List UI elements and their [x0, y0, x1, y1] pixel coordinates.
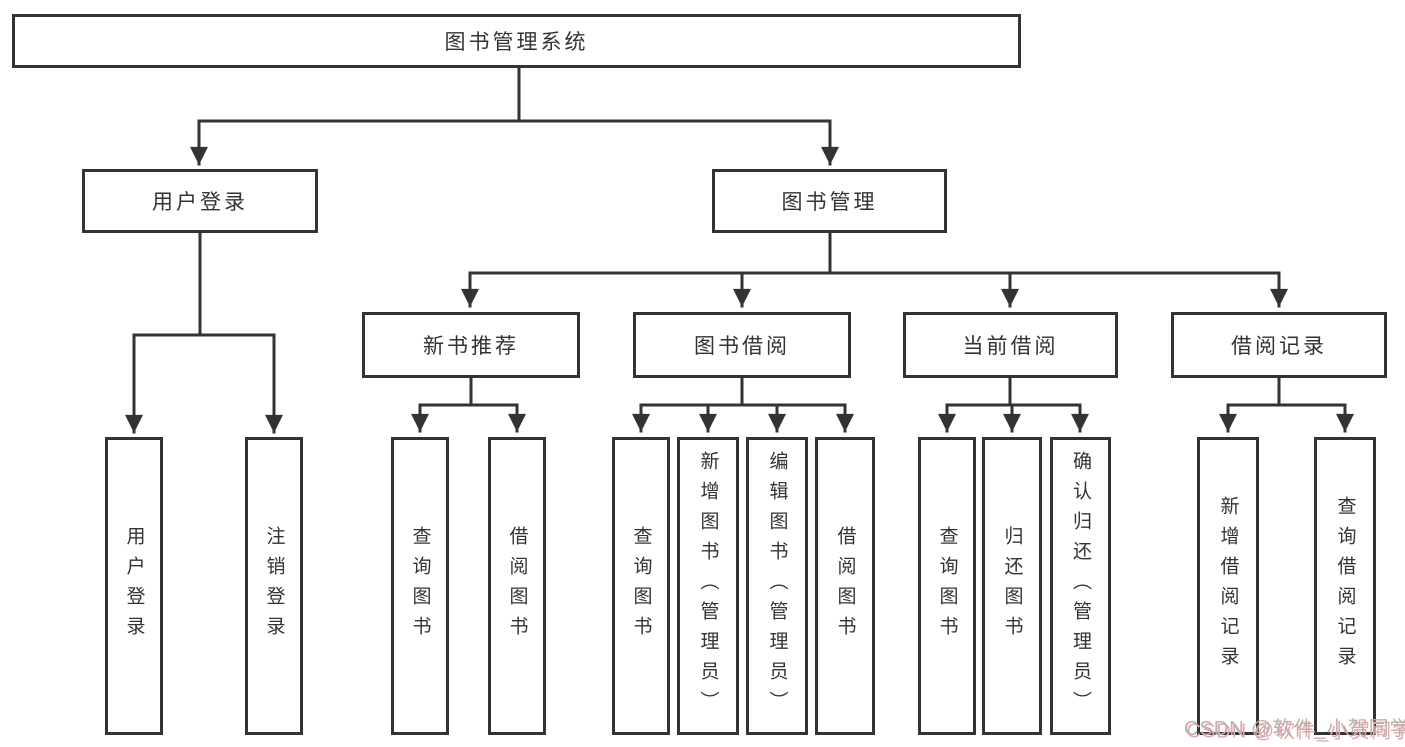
leaf-add-borrow-record: 新增借阅记录 [1197, 437, 1259, 735]
leaf-edit-books-admin: 编辑图书（管理员） [746, 437, 808, 735]
node-new-book-recommend: 新书推荐 [362, 312, 580, 378]
leaf-add-books-admin: 新增图书（管理员） [677, 437, 739, 735]
connector-paths [125, 66, 1354, 434]
leaf-borrow-books-recommend: 借阅图书 [488, 437, 546, 735]
leaf-logout: 注销登录 [245, 437, 303, 735]
leaf-borrow-books-borrowing: 借阅图书 [815, 437, 875, 735]
leaf-query-borrow-record: 查询借阅记录 [1314, 437, 1376, 735]
node-borrowing-records: 借阅记录 [1171, 312, 1387, 378]
leaf-query-books-current: 查询图书 [918, 437, 976, 735]
node-user-login: 用户登录 [82, 169, 318, 233]
leaf-query-books-recommend: 查询图书 [391, 437, 449, 735]
node-current-borrowing: 当前借阅 [903, 312, 1118, 378]
leaf-confirm-return-admin: 确认归还（管理员） [1050, 437, 1111, 735]
csdn-watermark: CSDN @软件_小贺同学 [1184, 718, 1405, 740]
leaf-user-login: 用户登录 [105, 437, 163, 735]
node-book-management: 图书管理 [712, 169, 947, 233]
leaf-return-books: 归还图书 [982, 437, 1042, 735]
node-library-system: 图书管理系统 [12, 14, 1021, 68]
leaf-query-books-borrowing: 查询图书 [612, 437, 670, 735]
node-book-borrowing: 图书借阅 [633, 312, 851, 378]
